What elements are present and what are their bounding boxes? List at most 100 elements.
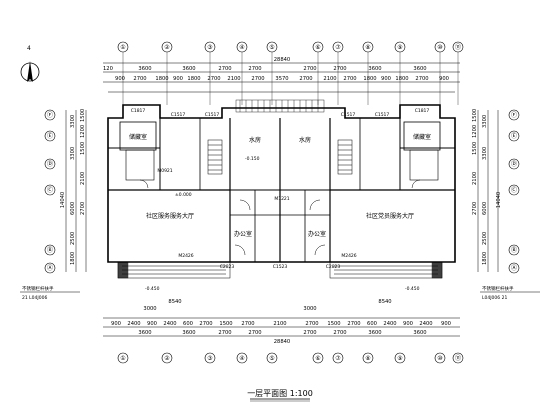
top-axis-bubbles: ① ② ③ ④ ⑤ ⑥ ⑦ ⑧ ⑨ ⑩ ⑪ [117,41,464,53]
top-r2-dim: 2700 [415,76,428,82]
right-seg-dim: 1800 [482,252,488,265]
entrance-steps [117,261,443,279]
bottom-axis-label: ⑥ [315,355,320,362]
bottom-total-dim: 28840 [274,339,291,345]
top-r1-dim: 3600 [138,66,151,72]
bottom-row1-dims: 3600 3600 2700 2700 2700 2700 3600 3600 [138,330,426,336]
left-hall-label: 社区服务服务大厅 [146,212,194,220]
top-r2-dim: 900 [439,76,449,82]
window-tag: C2823 [220,264,235,270]
top-r2-dim: 2100 [227,76,240,82]
entrance-right-small-dim: 3000 [303,306,316,312]
bottom-r2-dim: 2700 [347,321,360,327]
right-axis-label: Ⓓ [511,160,517,168]
window-tag: C2823 [326,264,341,270]
top-axis-label: ④ [239,44,244,51]
doors [139,179,421,256]
bottom-axis-label: ⑨ [397,355,402,362]
top-r2-dim: 900 [115,76,125,82]
top-r1-dim: 2700 [218,66,231,72]
top-axis-label: ⑩ [437,44,442,51]
bottom-r2-dim: 2400 [383,321,396,327]
detail-refs: 不锈钢栏杆扶手 21 L04J006 不锈钢栏杆扶手 L04J006 21 [20,285,540,301]
bottom-axis-label: ② [164,355,170,362]
right-storage-label: 储藏室 [413,133,431,141]
bottom-r1-dim: 2700 [303,330,316,336]
top-r1-dim: 2700 [303,66,316,72]
bottom-r2-dim: 2700 [241,321,254,327]
right-detail-ref: L04J006 21 [482,295,507,301]
top-r2-dim: 1800 [187,76,200,82]
right-axis-label: Ⓕ [511,111,517,119]
top-axis-label: ⑤ [269,44,274,51]
bottom-row2-dims: 900 2400 900 2400 600 2700 1500 2700 210… [111,321,451,327]
right-seg-dim: 1500 [472,109,478,122]
left-seg-dim: 3300 [70,147,76,160]
left-note: 不锈钢栏杆扶手 [22,285,54,292]
left-seg-dim: 2700 [80,202,86,215]
bottom-r2-dim: 600 [183,321,193,327]
window-tag: C1517 [341,112,356,118]
top-axis-label: ⑧ [365,44,370,51]
grid-lines [122,52,459,105]
door-tag: M0921 [157,168,172,174]
left-seg-dim: 2100 [80,172,86,185]
left-seg-dim: 2500 [70,232,76,245]
office-left-label: 办公室 [234,230,252,238]
bottom-axis-label: ⑪ [455,354,461,362]
top-r1-dim: 3600 [182,66,195,72]
right-seg-dim: 2100 [472,172,478,185]
left-seg-dim: 1500 [80,142,86,155]
left-axis-label: Ⓒ [47,186,53,194]
bottom-axis-label: ⑧ [365,355,370,362]
top-r2-dim: 2100 [323,76,336,82]
roof-hatch [235,99,325,113]
left-total-dim: 14040 [60,192,66,209]
bottom-r1-dim: 3600 [413,330,426,336]
drawing-title: 一层平面图 1:100 [247,389,313,402]
top-r1-dim: 3600 [368,66,381,72]
bottom-axis-label: ① [120,355,125,362]
window-tag: C1517 [375,112,390,118]
window-tag: C1817 [415,108,430,114]
entrance-right-dim: 8540 [378,299,391,305]
top-axis-label: ⑥ [315,44,320,51]
window-tag: C1517 [171,112,186,118]
bottom-r2-dim: 1500 [327,321,340,327]
top-axis-label: ③ [207,44,212,51]
bottom-axis-label: ⑦ [335,355,341,362]
bottom-axis-label: ⑤ [269,355,274,362]
building-walls [107,104,456,263]
stair-left-icon [207,139,223,175]
top-dimension-chains [103,62,460,93]
top-side-dim: 120 [103,66,113,72]
right-hall-label: 社区党员服务大厅 [366,212,414,220]
bottom-r2-dim: 600 [367,321,377,327]
top-total-dim: 28840 [274,57,291,63]
right-total-dim: 14040 [496,192,502,209]
left-seg-dim: 1500 [80,109,86,122]
top-r1-dim: 2700 [333,66,346,72]
entrance-left-small-dim: 3000 [143,306,156,312]
stair-right-icon [337,139,353,175]
window-tag: C1517 [205,112,220,118]
north-arrow-icon: 4 [20,45,40,82]
center-right-room-label: 水房 [299,136,311,144]
left-axis-label: Ⓔ [47,132,53,140]
left-axis-label: Ⓓ [47,160,53,168]
top-axis-label: ⑪ [455,43,461,51]
top-axis-label: ⑦ [335,44,341,51]
right-segment-dims: 1800 2500 6000 2700 2100 3300 1500 1200 … [472,109,488,265]
bottom-r2-dim: 2700 [199,321,212,327]
bottom-axis-label: ④ [239,355,244,362]
top-r1-dim: 2700 [248,66,261,72]
right-axis-label: Ⓔ [511,132,517,140]
right-seg-dim: 3300 [482,115,488,128]
plan-title: 一层平面图 1:100 [247,389,313,398]
top-row2-dims: 900 2700 1800 900 1800 2700 2100 2700 35… [115,76,449,82]
bottom-axis-bubbles: ① ② ③ ④ ⑤ ⑥ ⑦ ⑧ ⑨ ⑩ ⑪ [117,352,464,364]
north-label: 4 [27,45,31,52]
top-r2-dim: 2700 [343,76,356,82]
entrance-left-dim: 8540 [168,299,181,305]
